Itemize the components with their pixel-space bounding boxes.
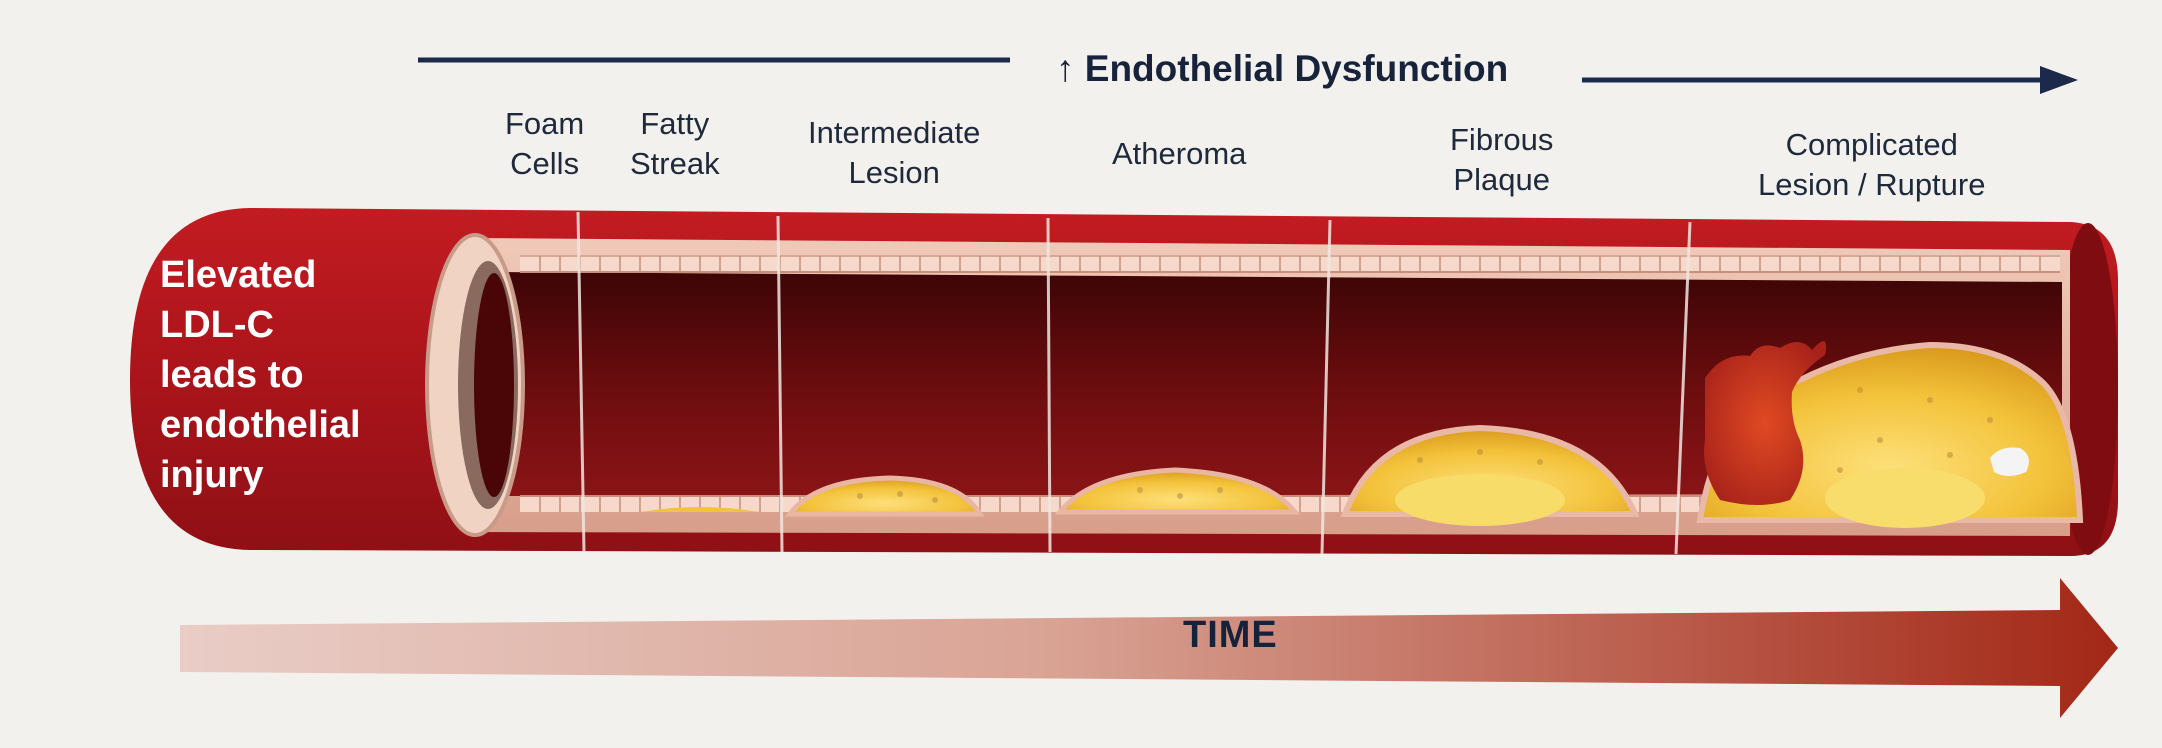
stage-fatty-streak: Fatty Streak: [630, 104, 720, 184]
stage-complicated-lesion: Complicated Lesion / Rupture: [1758, 125, 1985, 205]
up-arrow-icon: ↑: [1056, 48, 1075, 89]
ldl-injury-text: Elevated LDL-C leads to endothelial inju…: [160, 250, 361, 500]
stage-fibrous-plaque: Fibrous Plaque: [1450, 120, 1553, 200]
stage-atheroma: Atheroma: [1112, 134, 1246, 174]
arrowhead-right-icon: [2040, 66, 2078, 94]
time-arrow: [180, 578, 2118, 718]
stage-foam-cells: Foam Cells: [505, 104, 584, 184]
endothelial-dysfunction-title: ↑ Endothelial Dysfunction: [1056, 48, 1508, 90]
stage-intermediate-lesion: Intermediate Lesion: [808, 113, 980, 193]
time-label: TIME: [1183, 614, 1278, 657]
